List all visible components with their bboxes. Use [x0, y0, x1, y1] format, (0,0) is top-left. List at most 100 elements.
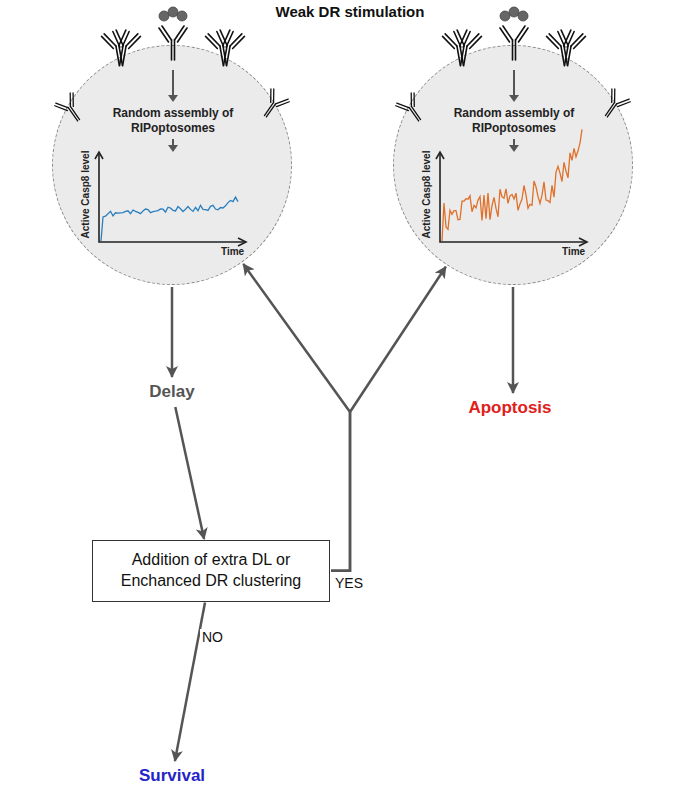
- inner-arrow: [513, 139, 515, 146]
- antibody-symbol: [107, 30, 140, 68]
- antibody-symbol: [442, 30, 475, 68]
- illustration-stroke: [405, 93, 418, 107]
- diagram-title: Weak DR stimulation: [0, 3, 700, 20]
- ligand-dot: [177, 11, 187, 21]
- illustration-stroke: [233, 35, 245, 50]
- illustration-stroke: [470, 35, 482, 50]
- ligand-dot: [509, 7, 519, 17]
- inner-arrowhead: [509, 145, 519, 152]
- ligand-dot: [518, 11, 528, 21]
- flow-arrow: [512, 287, 515, 393]
- illustration-stroke: [396, 101, 409, 115]
- illustration-stroke: [224, 32, 236, 47]
- flow-arrow: [175, 603, 205, 761]
- illustration-stroke: [461, 32, 473, 47]
- antibody-symbol: [546, 30, 579, 68]
- illustration-stroke: [451, 32, 463, 47]
- illustration-stroke: [119, 46, 122, 66]
- inner-arrow: [172, 139, 174, 146]
- illustration-stroke: [162, 26, 172, 40]
- illustration-stroke: [55, 101, 68, 115]
- axis-arrow: [95, 152, 103, 159]
- illustration-stroke: [460, 46, 463, 66]
- outcome-text: Survival: [139, 766, 205, 786]
- illustration-stroke: [512, 40, 514, 60]
- chart-axes: [99, 154, 245, 242]
- illustration-stroke: [267, 89, 280, 103]
- antibody-symbol: [448, 30, 481, 68]
- edge-label: NO: [200, 629, 225, 645]
- illustration-stroke: [547, 35, 559, 50]
- illustration-stroke: [120, 32, 132, 47]
- axis-label: Time: [562, 246, 585, 257]
- illustration-stroke: [110, 32, 122, 47]
- illustration-stroke: [411, 106, 420, 119]
- outcome-label: Apoptosis: [468, 398, 551, 418]
- inner-arrow: [513, 70, 515, 96]
- illustration-stroke: [618, 97, 631, 111]
- antibody-symbol: [159, 26, 187, 60]
- axis-label: Active Casp8 level: [80, 140, 91, 250]
- antibody-symbol: [54, 92, 88, 127]
- illustration-stroke: [574, 35, 586, 50]
- illustration-stroke: [227, 46, 230, 66]
- flow-arrow: [243, 264, 350, 571]
- illustration-stroke: [102, 35, 114, 50]
- inner-arrowhead: [509, 95, 519, 102]
- axis-arrow: [579, 238, 587, 246]
- illustration-stroke: [129, 35, 141, 50]
- edge-label: YES: [333, 575, 365, 591]
- inner-arrowhead: [168, 145, 178, 152]
- illustration-stroke: [171, 40, 173, 60]
- outcome-label: Delay: [149, 382, 194, 402]
- illustration-stroke: [214, 32, 226, 47]
- illustration-stroke: [67, 93, 80, 107]
- illustration-stroke: [264, 89, 277, 103]
- axis-label: Active Casp8 level: [421, 140, 432, 250]
- illustration-stroke: [519, 28, 529, 42]
- antibody-symbol: [205, 30, 238, 68]
- axis-arrow: [436, 152, 444, 159]
- antibody-symbol: [597, 88, 631, 123]
- antibody-symbol: [500, 26, 528, 60]
- illustration-stroke: [565, 32, 577, 47]
- flow-arrow: [171, 287, 174, 377]
- decision-box: Addition of extra DL or Enchanced DR clu…: [92, 540, 330, 602]
- illustration-stroke: [555, 32, 567, 47]
- illustration-stroke: [503, 26, 513, 40]
- illustration-stroke: [443, 35, 455, 50]
- ligand-dot: [500, 11, 510, 21]
- illustration-stroke: [206, 35, 218, 50]
- illustration-stroke: [568, 46, 571, 66]
- illustration-stroke: [70, 106, 79, 119]
- axis-label: Time: [221, 246, 244, 257]
- illustration-stroke: [223, 46, 226, 66]
- outcome-text: Delay: [149, 382, 194, 402]
- casp8-trace: [101, 197, 238, 241]
- illustration-stroke: [64, 93, 77, 107]
- inner-arrow: [172, 70, 174, 96]
- illustration-stroke: [266, 104, 275, 117]
- casp8-trace: [442, 129, 582, 241]
- illustration-stroke: [277, 97, 290, 111]
- illustration-stroke: [178, 28, 188, 42]
- illustration-stroke: [500, 28, 510, 42]
- illustration-stroke: [515, 40, 517, 60]
- illustration-stroke: [123, 46, 126, 66]
- outcome-label: Survival: [139, 766, 205, 786]
- process-text: Random assembly of RIPoptosomes: [88, 106, 258, 136]
- antibody-symbol: [552, 30, 585, 68]
- illustration-stroke: [607, 104, 616, 117]
- flow-arrow: [331, 267, 446, 571]
- inner-arrowhead: [168, 95, 178, 102]
- cell-circle: Random assembly of RIPoptosomesActive Ca…: [393, 45, 633, 285]
- antibody-symbol: [256, 88, 290, 123]
- axis-arrow: [238, 238, 246, 246]
- illustration-stroke: [408, 93, 421, 107]
- cell-circle: Random assembly of RIPoptosomesActive Ca…: [52, 45, 292, 285]
- illustration-stroke: [159, 28, 169, 42]
- illustration-stroke: [605, 89, 618, 103]
- ligand-dot: [168, 7, 178, 17]
- illustration-stroke: [608, 89, 621, 103]
